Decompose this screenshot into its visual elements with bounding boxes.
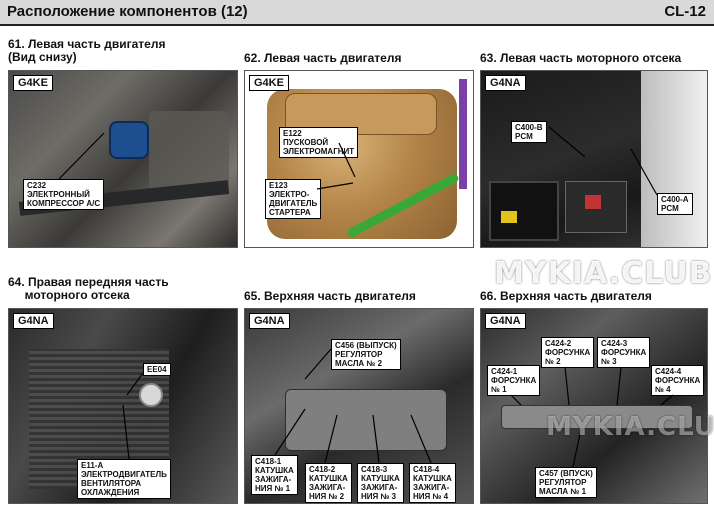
fuse-red-shape: [585, 195, 601, 209]
watermark: MYKIA.CLUB: [546, 412, 714, 442]
panel-65: 65. Верхняя часть двигателя: [244, 290, 472, 303]
connector-label: C418-3 КАТУШКА ЗАЖИГА- НИЯ № 3: [357, 463, 404, 503]
radiator-photo: G4NA EE04 E11-A ЭЛЕКТРОДВИГАТЕЛЬ ВЕНТИЛЯ…: [8, 308, 238, 504]
page-number: CL-12: [664, 3, 706, 20]
engine-top-photo: G4NA C424-1 ФОРСУНКА № 1 C424-2 ФОРСУНКА…: [480, 308, 708, 504]
connector-label: C232 ЭЛЕКТРОННЫЙ КОМПРЕССОР А/С: [23, 179, 105, 210]
panel-64: 64. Правая передняя часть моторного отсе…: [8, 276, 236, 302]
panel-66: 66. Верхняя часть двигателя: [480, 290, 708, 303]
intake-rail-shape: [501, 405, 693, 429]
connector-label: C418-2 КАТУШКА ЗАЖИГА- НИЯ № 2: [305, 463, 352, 503]
connector-label: C418-1 КАТУШКА ЗАЖИГА- НИЯ № 1: [251, 455, 298, 495]
panel-title: 63. Левая часть моторного отсека: [480, 51, 682, 65]
connector-label: E123 ЭЛЕКТРО- ДВИГАТЕЛЬ СТАРТЕРА: [265, 179, 322, 219]
connector-label: E122 ПУСКОВОЙ ЭЛЕКТРОМАГНИТ: [279, 127, 359, 158]
engine-bay-photo: G4NA C400-B PCM C400-A PCM: [480, 70, 708, 248]
panel-62: 62. Левая часть двигателя: [244, 52, 472, 65]
engine-code-tag: G4KE: [13, 75, 53, 91]
page-title: Расположение компонентов (12): [7, 3, 248, 20]
engine-code-tag: G4NA: [485, 75, 526, 91]
engine-code-tag: G4NA: [249, 313, 290, 329]
panel-title: 62. Левая часть двигателя: [244, 51, 402, 65]
page-header: Расположение компонентов (12) CL-12: [0, 0, 714, 26]
panel-61: 61. Левая часть двигателя (Вид снизу): [8, 38, 236, 64]
connector-label: C424-4 ФОРСУНКА № 4: [651, 365, 705, 396]
engine-code-tag: G4KE: [249, 75, 289, 91]
panel-title: 61. Левая часть двигателя (Вид снизу): [8, 37, 166, 64]
connector-label: C400-A PCM: [657, 193, 693, 215]
battery-shape: [489, 181, 559, 241]
fender-shape: [641, 71, 707, 247]
connector-label: C424-3 ФОРСУНКА № 3: [597, 337, 651, 368]
wire-purple-shape: [459, 79, 467, 189]
engine-illustration: G4KE E122 ПУСКОВОЙ ЭЛЕКТРОМАГНИТ E123 ЭЛ…: [244, 70, 474, 248]
engine-block-shape: [149, 111, 229, 191]
engine-top-photo: G4NA C456 (ВЫПУСК) РЕГУЛЯТОР МАСЛА № 2 C…: [244, 308, 474, 504]
panel-63: 63. Левая часть моторного отсека: [480, 52, 708, 65]
reservoir-cap-shape: [139, 383, 163, 407]
connector-label: E11-A ЭЛЕКТРОДВИГАТЕЛЬ ВЕНТИЛЯТОРА ОХЛАЖ…: [77, 459, 171, 499]
engine-code-tag: G4NA: [13, 313, 54, 329]
connector-label: C457 (ВПУСК) РЕГУЛЯТОР МАСЛА № 1: [535, 467, 597, 498]
connector-label: C400-B PCM: [511, 121, 547, 143]
panel-title: 66. Верхняя часть двигателя: [480, 289, 652, 303]
engine-photo: G4KE C232 ЭЛЕКТРОННЫЙ КОМПРЕССОР А/С: [8, 70, 238, 248]
valve-cover-shape: [285, 389, 447, 451]
compressor-shape: [109, 121, 149, 159]
connector-label: C418-4 КАТУШКА ЗАЖИГА- НИЯ № 4: [409, 463, 456, 503]
engine-code-tag: G4NA: [485, 313, 526, 329]
panel-title: 65. Верхняя часть двигателя: [244, 289, 416, 303]
watermark: MYKIA.CLUB: [494, 256, 713, 291]
connector-label: C456 (ВЫПУСК) РЕГУЛЯТОР МАСЛА № 2: [331, 339, 401, 370]
connector-label: EE04: [143, 363, 171, 376]
panel-title: 64. Правая передняя часть моторного отсе…: [8, 275, 169, 302]
connector-label: C424-1 ФОРСУНКА № 1: [487, 365, 541, 396]
connector-label: C424-2 ФОРСУНКА № 2: [541, 337, 595, 368]
battery-sticker-shape: [501, 211, 517, 223]
